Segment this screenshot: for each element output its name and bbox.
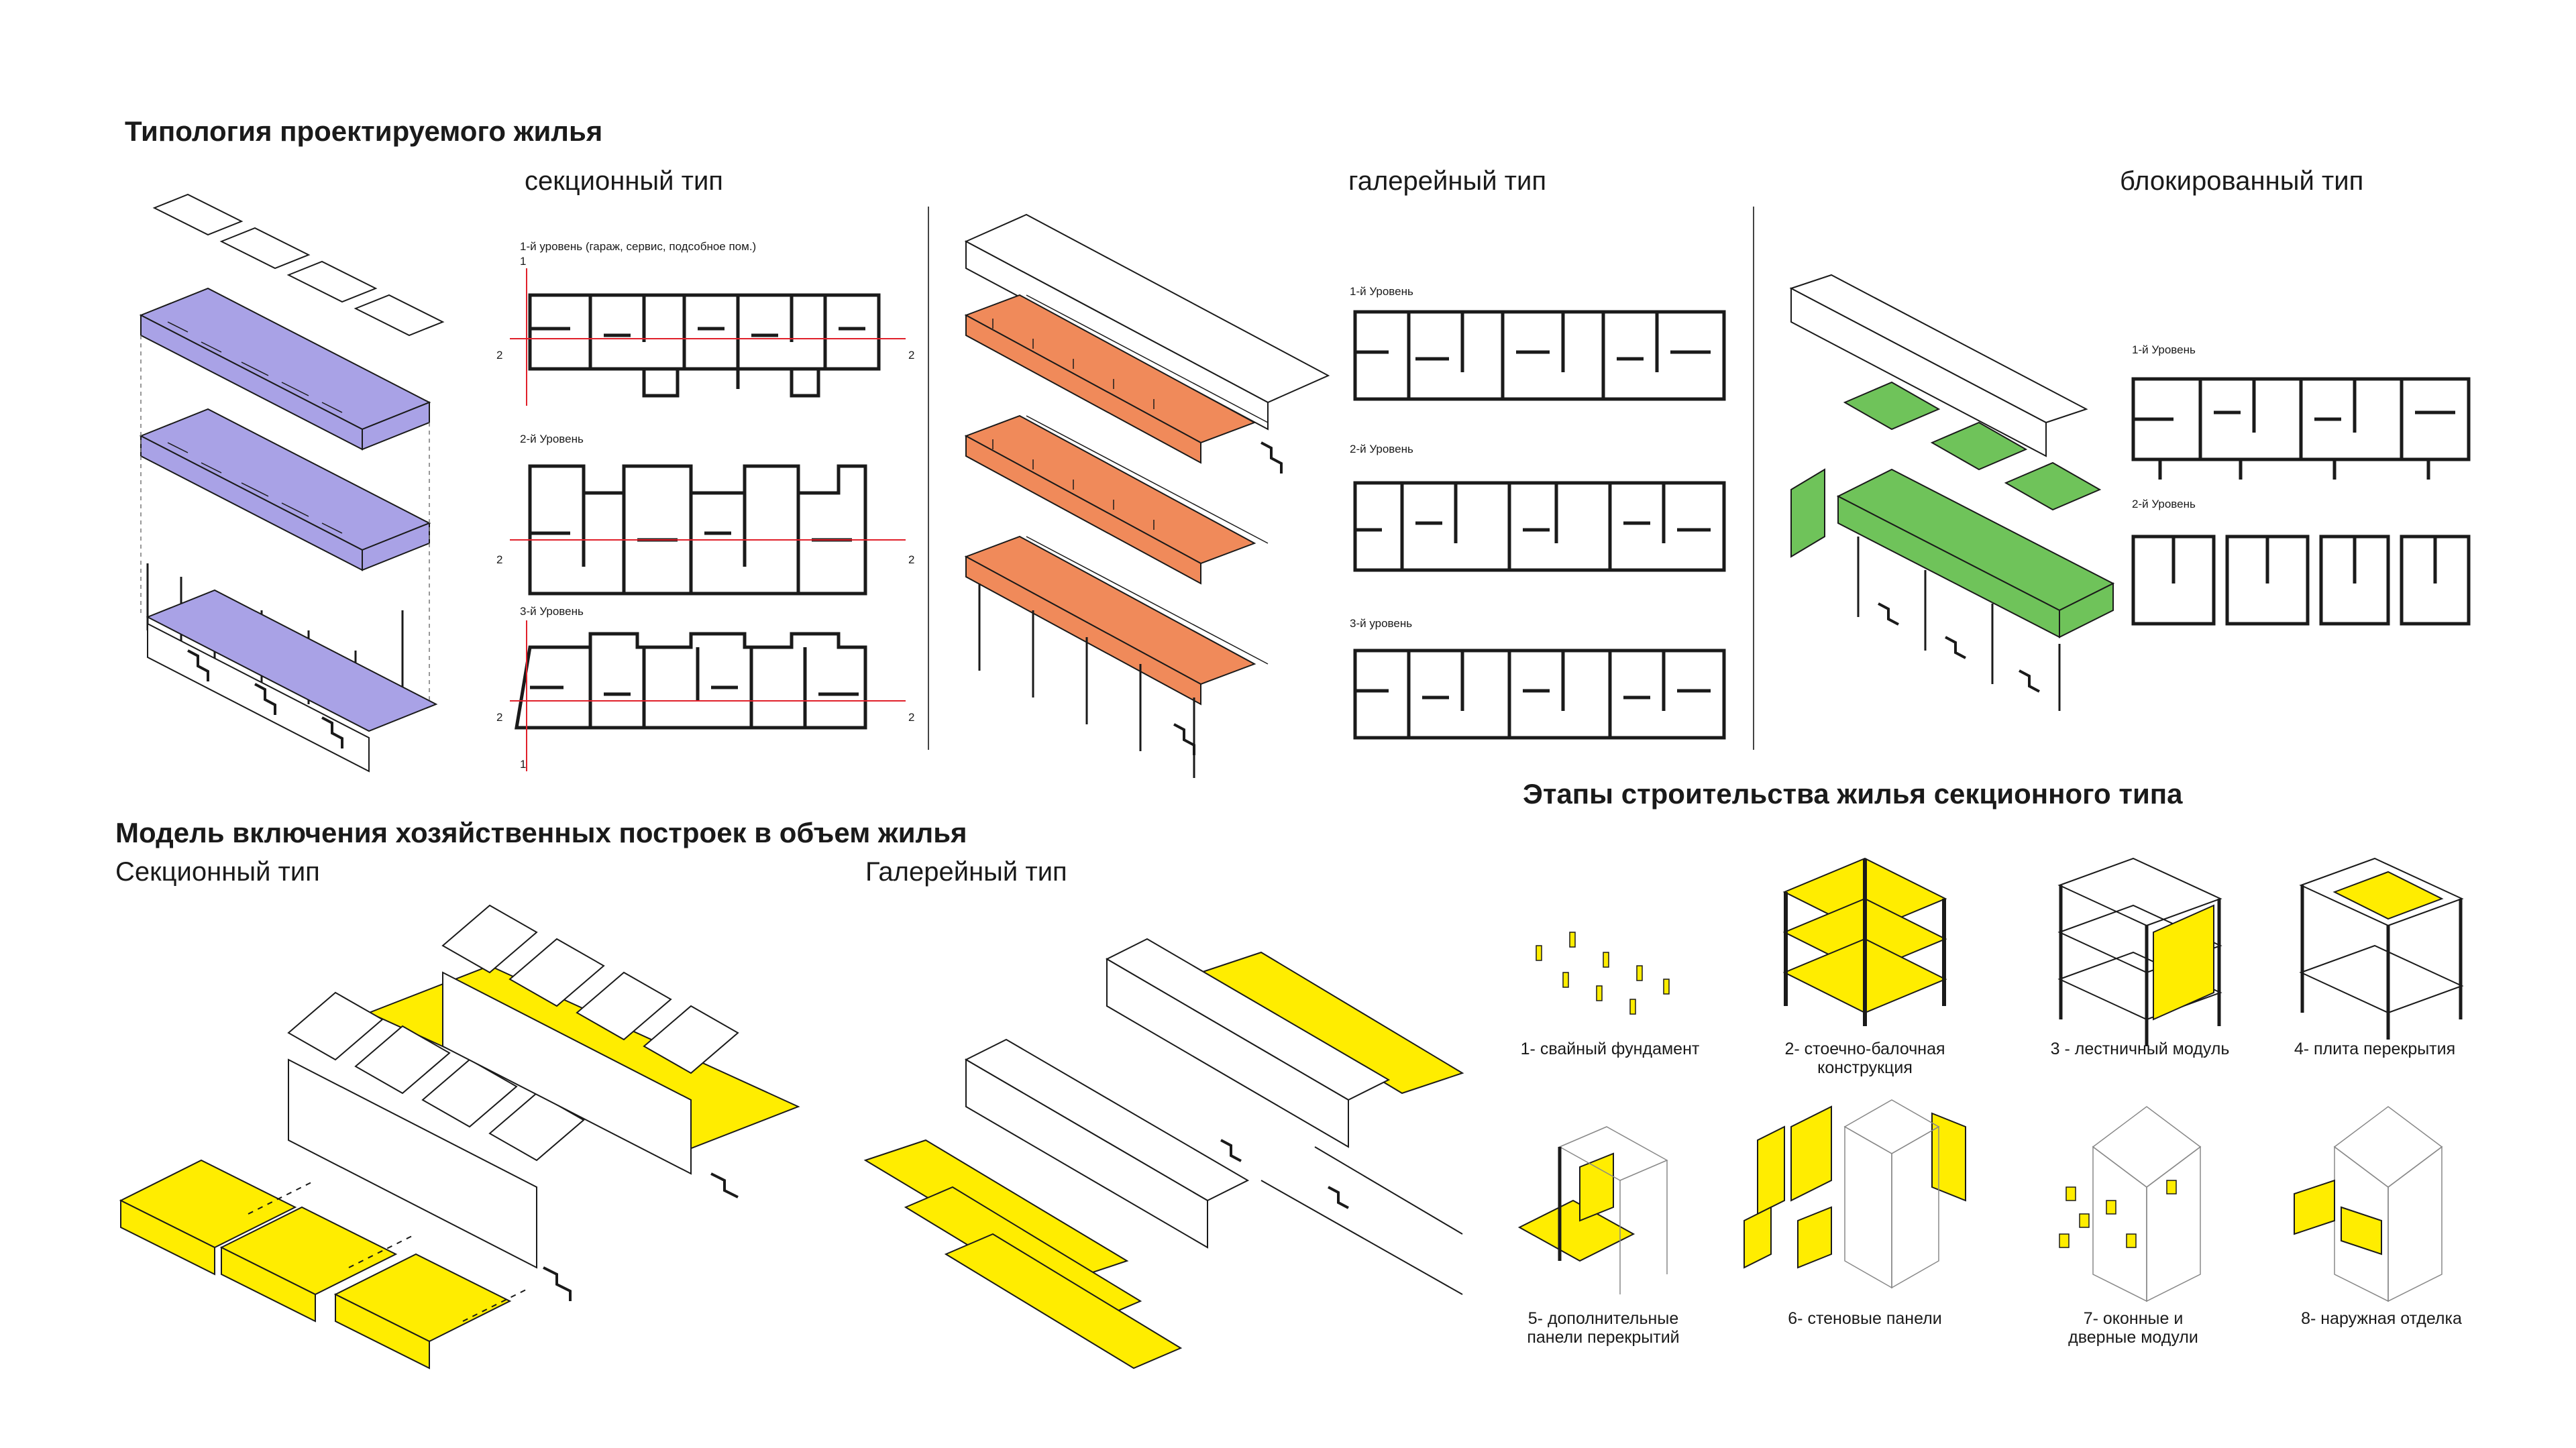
- model-section-diagram: [119, 904, 800, 1370]
- stage-caption: 8- наружная отделка: [2301, 1309, 2462, 1328]
- gallery-floor-plan-1: [1353, 310, 1726, 401]
- gallery-type-label: галерейный тип: [1348, 166, 1546, 196]
- section-level-2-label: 2-й Уровень: [520, 433, 584, 445]
- axis-mark: 2: [908, 553, 915, 566]
- stage-2-diagram: [1782, 857, 1947, 1026]
- section-type-label: секционный тип: [525, 166, 723, 196]
- stage-caption: 1- свайный фундамент: [1520, 1040, 1700, 1058]
- section-floor-plan-1: [510, 268, 906, 406]
- stages-title: Этапы строительства жилья секционного ти…: [1523, 778, 2183, 810]
- stage-8-diagram: [2294, 1106, 2443, 1302]
- section-floor-plan-2: [510, 464, 906, 596]
- axis-mark: 1: [520, 255, 527, 268]
- stage-caption: 7- оконные и дверные модули: [2068, 1309, 2198, 1347]
- model-gallery-label: Галерейный тип: [865, 857, 1067, 887]
- axis-mark: 2: [496, 349, 503, 361]
- model-section-label: Секционный тип: [115, 857, 320, 887]
- gallery-level-2-label: 2-й Уровень: [1350, 443, 1413, 455]
- section-level-3-label: 3-й Уровень: [520, 605, 584, 618]
- axis-mark: 2: [908, 711, 915, 724]
- blocked-type-label: блокированный тип: [2120, 166, 2364, 196]
- section-axonometric: [139, 193, 445, 773]
- stage-4-diagram: [2299, 857, 2464, 1040]
- axis-mark: 1: [520, 758, 527, 771]
- stage-5-diagram: [1517, 1126, 1668, 1294]
- stage-1-diagram: [1536, 932, 1670, 1015]
- divider-line: [928, 207, 929, 750]
- stage-caption: 3 - лестничный модуль: [2050, 1040, 2230, 1058]
- stage-3-diagram: [2057, 857, 2222, 1046]
- stage-7-diagram: [2059, 1106, 2202, 1302]
- blocked-floor-plan-1: [2131, 377, 2471, 480]
- gallery-level-1-label: 1-й Уровень: [1350, 285, 1413, 298]
- gallery-level-3-label: 3-й уровень: [1350, 617, 1413, 630]
- axis-mark: 2: [908, 349, 915, 361]
- section-level-1-label: 1-й уровень (гараж, сервис, подсобное по…: [520, 240, 757, 253]
- blocked-level-1-label: 1-й Уровень: [2132, 343, 2196, 356]
- model-gallery-diagram: [863, 938, 1464, 1370]
- blocked-floor-plan-2: [2131, 535, 2471, 626]
- blocked-axonometric: [1789, 274, 2115, 711]
- stage-caption: 6- стеновые панели: [1788, 1309, 1942, 1328]
- stage-caption: 2- стоечно-балочная конструкция: [1784, 1040, 1945, 1077]
- stage-caption: 4- плита перекрытия: [2294, 1040, 2456, 1058]
- model-title: Модель включения хозяйственных построек …: [115, 817, 967, 848]
- axis-mark: 2: [496, 711, 503, 724]
- section-floor-plan-3: [510, 620, 906, 771]
- stage-6-diagram: [1743, 1099, 1966, 1289]
- divider-line: [1753, 207, 1754, 750]
- blocked-level-2-label: 2-й Уровень: [2132, 498, 2196, 510]
- gallery-axonometric: [964, 213, 1330, 778]
- stage-caption: 5- дополнительные панели перекрытий: [1527, 1309, 1680, 1347]
- gallery-floor-plan-3: [1353, 649, 1726, 740]
- axis-mark: 2: [496, 553, 503, 566]
- typology-title: Типология проектируемого жилья: [125, 115, 603, 147]
- gallery-floor-plan-2: [1353, 481, 1726, 572]
